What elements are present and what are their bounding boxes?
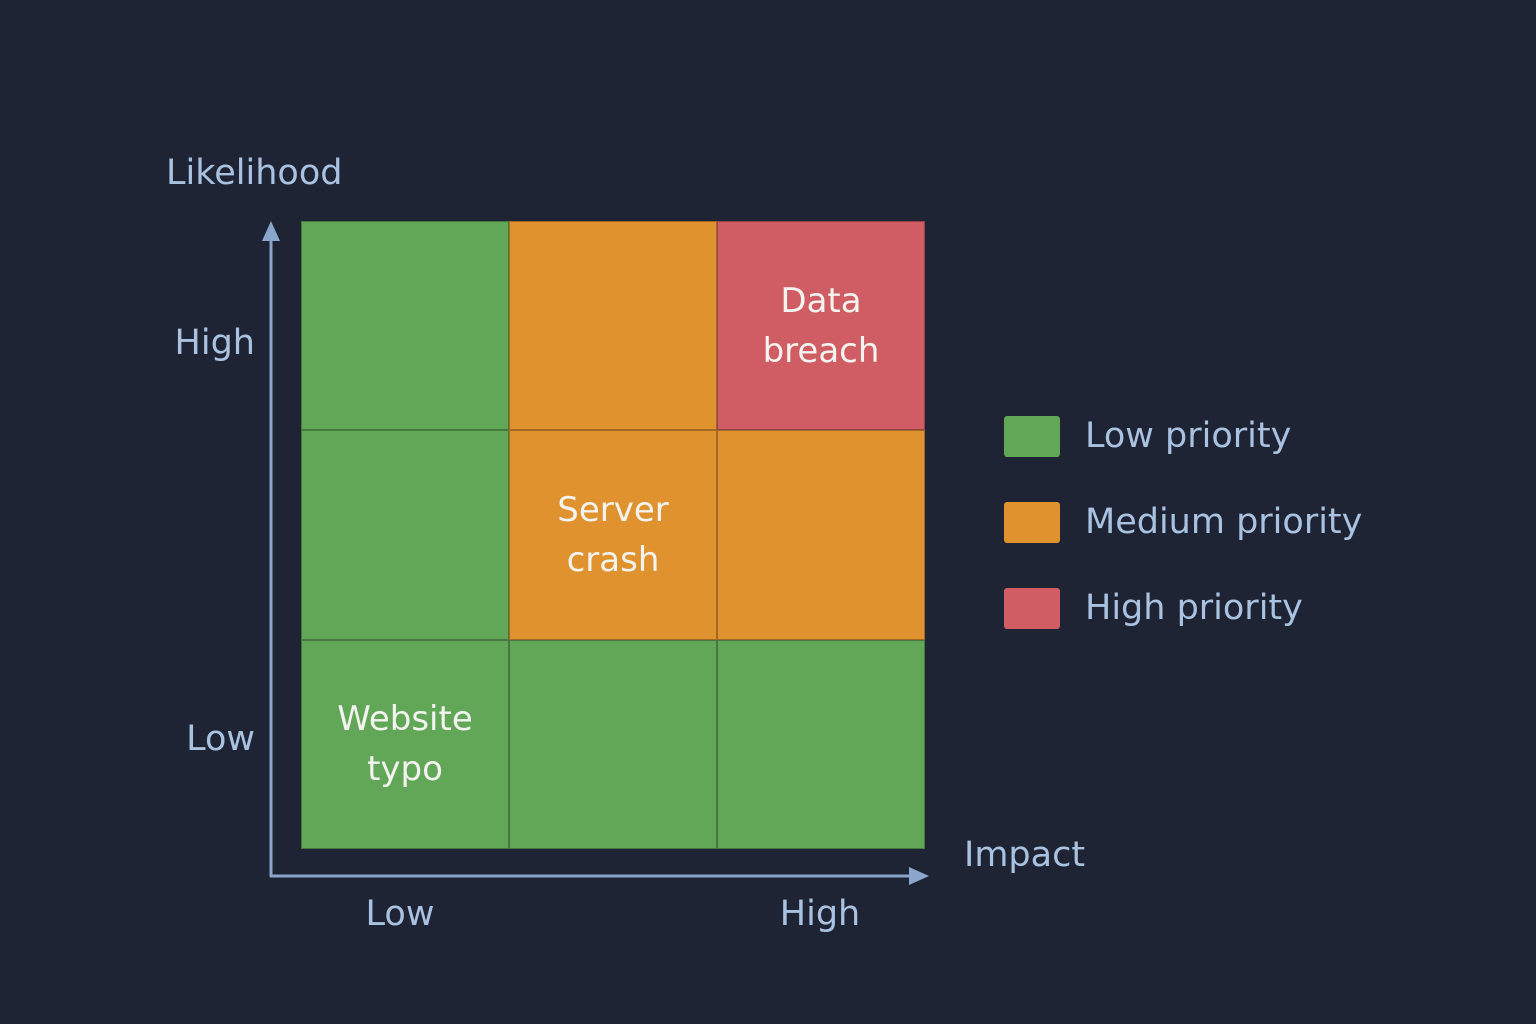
risk-label: Server crash — [557, 489, 669, 580]
matrix-cell-r2-c0: Website typo — [301, 639, 509, 849]
y-axis-title: Likelihood — [166, 153, 343, 193]
x-axis-arrowhead — [909, 867, 929, 885]
matrix-cell-r1-c2 — [717, 430, 925, 640]
y-axis-arrowhead — [262, 221, 280, 241]
matrix-cell-r1-c0 — [301, 430, 509, 640]
y-tick-high: High — [174, 323, 255, 363]
y-tick-low: Low — [186, 719, 255, 759]
x-tick-low: Low — [365, 894, 435, 934]
legend-swatch — [1004, 588, 1060, 629]
x-tick-high: High — [779, 894, 861, 934]
legend-label: Low priority — [1085, 416, 1292, 456]
matrix-cell-r2-c1 — [509, 639, 717, 849]
risk-label: Data breach — [762, 280, 880, 371]
matrix-cell-r1-c1: Server crash — [509, 430, 717, 640]
x-axis-title: Impact — [964, 835, 1086, 875]
matrix-cell-r0-c1 — [509, 221, 717, 431]
legend-label: High priority — [1085, 588, 1303, 628]
legend-label: Medium priority — [1085, 502, 1363, 542]
legend-swatch — [1004, 416, 1060, 457]
legend-swatch — [1004, 502, 1060, 543]
matrix-cell-r0-c2: Data breach — [717, 221, 925, 431]
matrix-cell-r0-c0 — [301, 221, 509, 431]
matrix-cell-r2-c2 — [717, 639, 925, 849]
risk-label: Website typo — [337, 699, 473, 790]
